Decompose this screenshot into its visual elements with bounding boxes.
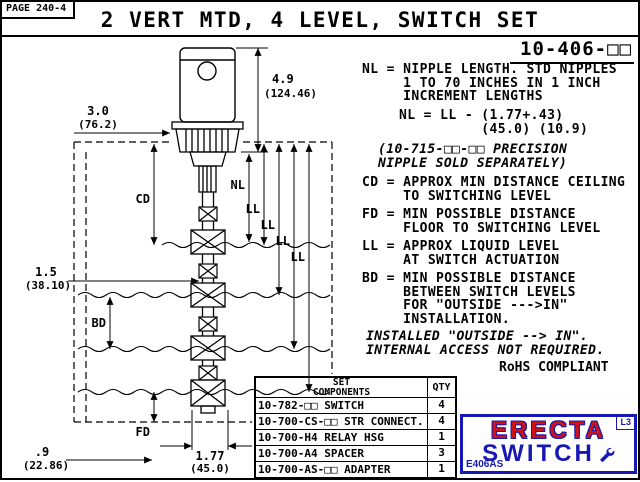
wrench-icon: [599, 447, 615, 462]
dim-housing-height-mm: (124.46): [264, 87, 317, 100]
ll-label-2: LL: [261, 218, 275, 232]
logo-brand-erecta: ERECTA: [491, 417, 606, 444]
part-cell: 10-782-□□ SWITCH: [258, 399, 364, 412]
table-header-qty: QTY: [427, 378, 455, 397]
fd-label: FD: [136, 425, 150, 439]
title-divider: [2, 35, 638, 37]
ll-label-4: LL: [291, 250, 305, 264]
dim-housing-height-in: 4.9: [272, 72, 294, 86]
dimension-lines: [66, 47, 313, 464]
page-title: 2 VERT MTD, 4 LEVEL, SWITCH SET: [100, 8, 540, 32]
note-bd-definition: BD = MIN POSSIBLE DISTANCE BETWEEN SWITC…: [362, 271, 576, 327]
qty-cell: 4: [427, 414, 455, 429]
qty-cell: 4: [427, 398, 455, 413]
table-row: 10-782-□□ SWITCH 4: [256, 397, 455, 413]
dim-float-spacing-in: 1.5: [35, 265, 57, 279]
part-cell: 10-700-AS-□□ ADAPTER: [258, 463, 391, 476]
dim-switch-offset-mm: (45.0): [190, 462, 230, 475]
liquid-wave-4: [77, 388, 331, 396]
table-row: 10-700-H4 RELAY HSG 1: [256, 429, 455, 445]
dim-flange-width-in: 3.0: [87, 104, 109, 118]
qty-cell: 1: [427, 430, 455, 445]
erecta-switch-logo: L3 ERECTA SWITCH E406AS: [460, 414, 637, 474]
table-header-row: SET COMPONENTS QTY: [256, 378, 455, 397]
bd-label: BD: [92, 316, 106, 330]
qty-cell: 3: [427, 446, 455, 461]
note-precision-nipple: (10-715-□□-□□ PRECISION NIPPLE SOLD SEPA…: [378, 142, 568, 171]
dim-float-spacing-mm: (38.10): [25, 279, 71, 292]
rohs-compliant-label: RoHS COMPLIANT: [499, 360, 609, 375]
note-nl-formula: NL = LL - (1.77+.43) (45.0) (10.9): [399, 108, 589, 137]
mounting-flange: [171, 121, 244, 167]
part-cell: 10-700-A4 SPACER: [258, 447, 364, 460]
liquid-wave-3: [77, 345, 331, 353]
liquid-wave-2: [77, 291, 331, 299]
part-number: 10-406-□□: [510, 39, 634, 64]
note-nipple-length: NL = NIPPLE LENGTH. STD NIPPLES 1 TO 70 …: [362, 62, 618, 104]
dim-switch-offset-in: 1.77: [196, 449, 225, 463]
table-row: 10-700-AS-□□ ADAPTER 1: [256, 461, 455, 477]
float-switches: [190, 229, 226, 407]
logo-part-code: E406AS: [466, 459, 504, 470]
logo-switch-text: SWITCH: [482, 440, 595, 467]
page-number-label: PAGE 240-4: [2, 2, 76, 19]
nipple: [198, 165, 217, 193]
logo-corner-code: L3: [616, 417, 634, 430]
liquid-level-waves: [77, 241, 331, 396]
table-header-components: SET COMPONENTS: [312, 377, 371, 398]
part-cell: 10-700-CS-□□ STR CONNECT.: [258, 415, 424, 428]
dim-flange-width-mm: (76.2): [78, 118, 118, 131]
relay-housing: [179, 47, 236, 123]
nl-label: NL: [231, 178, 245, 192]
dim-floor-offset-in: .9: [35, 445, 49, 459]
ll-label-1: LL: [246, 202, 260, 216]
note-ll-definition: LL = APPROX LIQUID LEVEL AT SWITCH ACTUA…: [362, 239, 560, 268]
ll-label-3: LL: [276, 234, 290, 248]
qty-cell: 1: [427, 462, 455, 477]
table-row: 10-700-A4 SPACER 3: [256, 445, 455, 461]
cd-label: CD: [136, 192, 150, 206]
table-row: 10-700-CS-□□ STR CONNECT. 4: [256, 413, 455, 429]
note-cd-definition: CD = APPROX MIN DISTANCE CEILING TO SWIT…: [362, 175, 626, 204]
str-connectors: [198, 206, 218, 381]
note-installed-outside-in: INSTALLED "OUTSIDE --> IN". INTERNAL ACC…: [366, 329, 605, 358]
logo-brand-switch: SWITCH: [463, 441, 634, 467]
dim-floor-offset-mm: (22.86): [23, 459, 69, 472]
set-components-table: SET COMPONENTS QTY 10-782-□□ SWITCH 4 10…: [254, 376, 457, 479]
liquid-wave-1: [161, 241, 331, 249]
part-cell: 10-700-H4 RELAY HSG: [258, 431, 384, 444]
note-fd-definition: FD = MIN POSSIBLE DISTANCE FLOOR TO SWIT…: [362, 207, 601, 236]
